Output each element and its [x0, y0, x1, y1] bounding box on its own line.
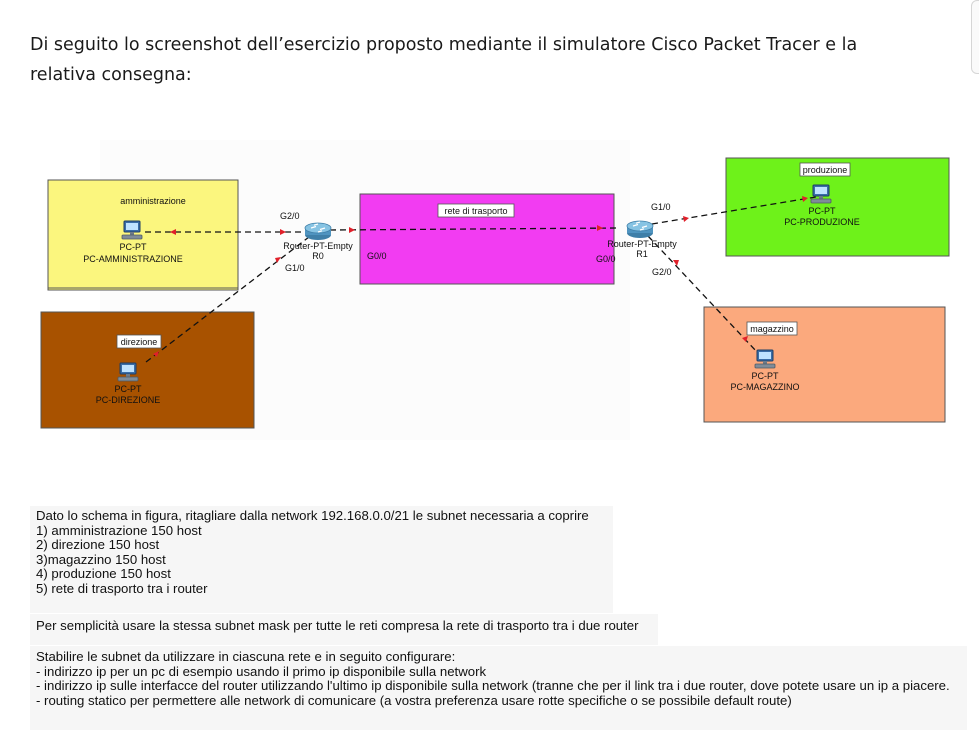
link-status-marker: [597, 225, 603, 231]
link-status-marker: [802, 196, 808, 202]
network-diagram: amministrazione direzione rete di traspo…: [40, 157, 950, 429]
area-label-amministrazione: amministrazione: [120, 196, 186, 206]
link-r0-direzione: [145, 236, 310, 363]
area-amministrazione: [47, 179, 239, 291]
area-label-box: [437, 203, 515, 218]
assignment-line: 5) rete di trasporto tra i router: [36, 580, 208, 596]
scroll-edge: [971, 0, 979, 74]
pc-type-label: PC-PT: [809, 206, 837, 216]
pc-name-label: PC-MAGAZZINO: [731, 382, 800, 392]
desktop-pc-icon: [121, 220, 143, 240]
pc-magazzino[interactable]: PC-PT PC-MAGAZZINO: [731, 349, 800, 392]
link-status-marker: [170, 229, 176, 235]
assignment-line: Per semplicità usare la stessa subnet ma…: [36, 618, 639, 633]
interface-label: G0/0: [367, 251, 387, 261]
area-label-magazzino: magazzino: [750, 324, 794, 334]
pc-type-label: PC-PT: [752, 371, 780, 381]
intro-line: relativa consegna:: [30, 65, 192, 85]
pc-name-label: PC-PRODUZIONE: [784, 217, 860, 227]
link-status-marker: [275, 257, 281, 263]
desktop-pc-icon: [754, 349, 776, 369]
link-status-marker: [153, 351, 159, 357]
assignment-line: 1) amministrazione 150 host: [36, 522, 202, 538]
router-type-label: Router-PT-Empty: [607, 239, 677, 249]
link-status-markers: [153, 196, 808, 357]
assignment-line: Dato lo schema in figura, ritagliare dal…: [36, 508, 589, 523]
pc-amministrazione[interactable]: PC-PT PC-AMMINISTRAZIONE: [83, 220, 183, 264]
intro-line: Di seguito lo screenshot dell’esercizio …: [30, 35, 858, 55]
router-name-label: R0: [312, 251, 324, 261]
area-label-produzione: produzione: [803, 165, 848, 175]
pc-name-label: PC-AMMINISTRAZIONE: [83, 254, 183, 264]
pc-produzione[interactable]: PC-PT PC-PRODUZIONE: [784, 184, 860, 227]
router-name-label: R1: [636, 249, 648, 259]
link-status-marker: [349, 227, 355, 233]
area-label-box: [116, 334, 162, 349]
router-icon: [626, 220, 654, 239]
interface-label: G2/0: [280, 211, 300, 221]
pc-type-label: PC-PT: [120, 242, 148, 252]
router-r0[interactable]: Router-PT-Empty R0: [283, 222, 353, 261]
intro-paragraph: Di seguito lo screenshot dell’esercizio …: [30, 30, 930, 90]
desktop-pc-icon: [117, 362, 139, 382]
interface-label: G1/0: [651, 202, 671, 212]
assignment-line: - routing statico per permettere alle ne…: [36, 692, 792, 708]
assignment-line: - indirizzo ip per un pc di esempio usan…: [36, 663, 487, 679]
assignment-block-config: Stabilire le subnet da utilizzare in cia…: [30, 646, 967, 730]
link-status-marker: [673, 260, 679, 266]
pc-name-label: PC-DIREZIONE: [96, 395, 161, 405]
assignment-line: 3)magazzino 150 host: [36, 551, 166, 567]
link-status-marker: [683, 216, 689, 222]
pc-direzione[interactable]: PC-PT PC-DIREZIONE: [96, 362, 161, 405]
router-r1[interactable]: Router-PT-Empty R1: [607, 220, 677, 259]
interface-label: G2/0: [652, 267, 672, 277]
assignment-line: 2) direzione 150 host: [36, 537, 160, 552]
area-label-direzione: direzione: [121, 337, 158, 347]
router-icon: [304, 222, 332, 241]
assignment-line: 4) produzione 150 host: [36, 566, 171, 581]
desktop-pc-icon: [810, 184, 832, 204]
link-r1-magazzino: [647, 235, 758, 353]
assignment-line: Stabilire le subnet da utilizzare in cia…: [36, 649, 456, 664]
area-label-box: [799, 162, 851, 177]
link-status-marker: [742, 336, 748, 342]
area-label-rete-trasporto: rete di trasporto: [444, 206, 507, 216]
area-direzione: [40, 311, 255, 429]
link-r0-r1: [329, 227, 621, 231]
interface-label: G1/0: [285, 263, 305, 273]
assignment-line: - indirizzo ip sulle interfacce del rout…: [36, 678, 950, 693]
links: [145, 194, 829, 363]
assignment-block-mask: Per semplicità usare la stessa subnet ma…: [30, 614, 658, 645]
router-type-label: Router-PT-Empty: [283, 241, 353, 251]
area-magazzino: [703, 306, 946, 423]
assignment-block-subnets: Dato lo schema in figura, ritagliare dal…: [30, 506, 613, 613]
interface-label: G0/0: [596, 254, 616, 264]
pc-type-label: PC-PT: [115, 384, 143, 394]
link-status-marker: [280, 229, 286, 235]
area-label-box: [746, 321, 798, 336]
